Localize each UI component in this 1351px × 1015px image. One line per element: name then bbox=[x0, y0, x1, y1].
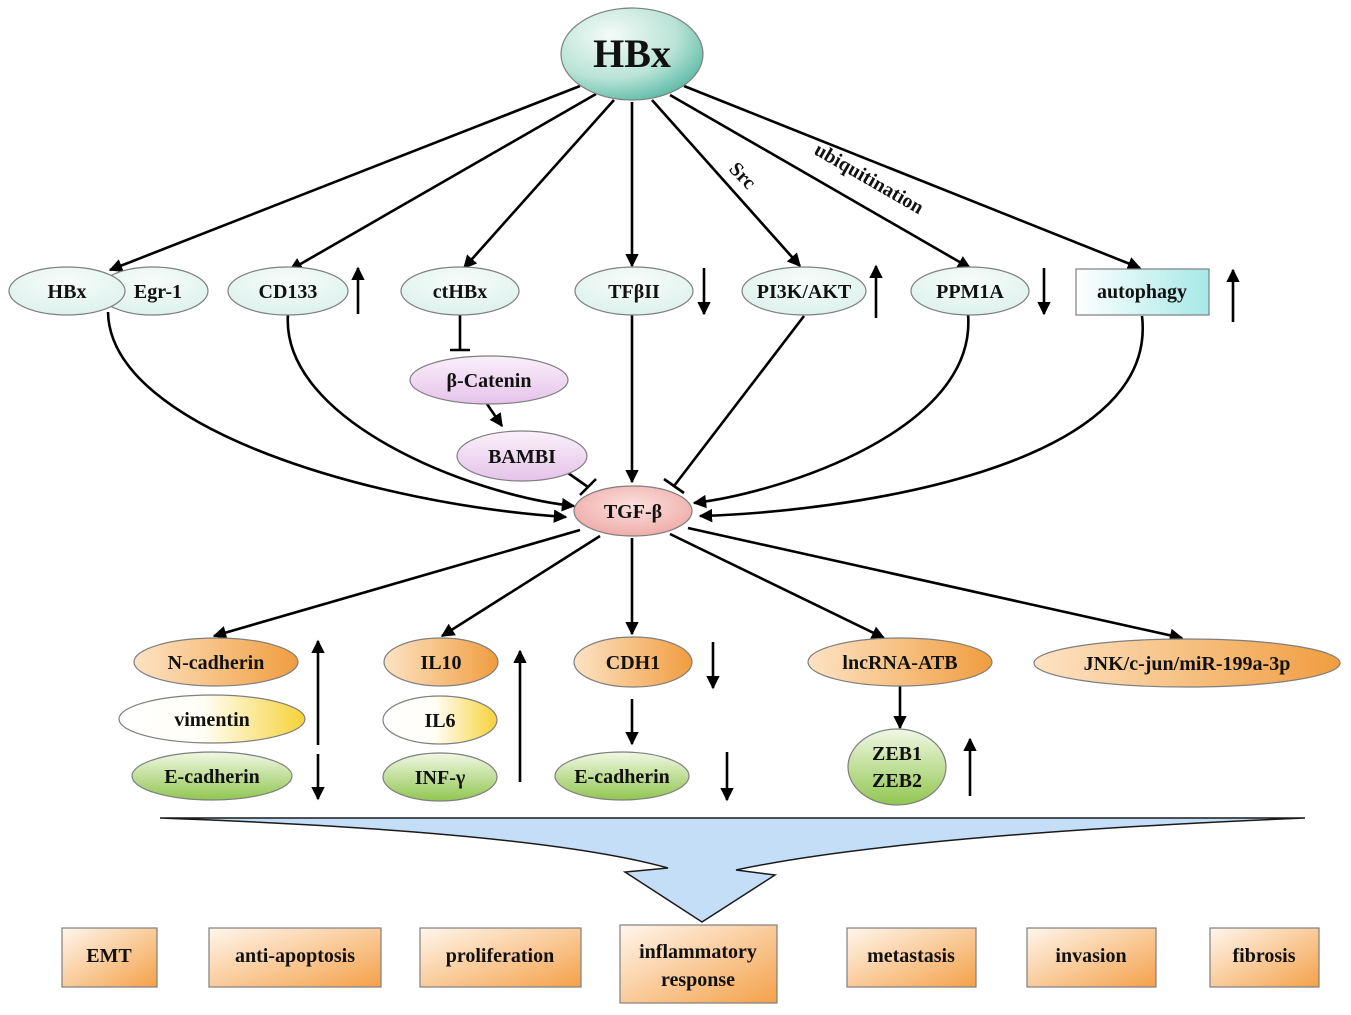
node-il6-label: IL6 bbox=[424, 710, 455, 732]
outcome-inflammatory-response: inflammatory response bbox=[619, 924, 778, 1004]
edge-tgf-beta-to-lncrna-atb bbox=[669, 532, 886, 640]
node-il10-label: IL10 bbox=[420, 652, 461, 674]
node-egr1-label: Egr-1 bbox=[134, 281, 182, 303]
regulation-arrows bbox=[311, 264, 1240, 802]
node-pi3k-akt-label: PI3K/AKT bbox=[757, 281, 852, 303]
node-zeb1-zeb2: ZEB1 ZEB2 bbox=[847, 728, 947, 806]
node-cd133-label: CD133 bbox=[259, 281, 318, 303]
outcome-emt: EMT bbox=[61, 927, 158, 988]
node-lncrna-atb: lncRNA-ATB bbox=[807, 637, 993, 687]
edge-ppm1a-to-tgf-beta bbox=[692, 313, 970, 509]
node-cdh1-label: CDH1 bbox=[606, 652, 660, 674]
edge-hbx-to-cd133 bbox=[288, 92, 597, 272]
inhibition-bar-bambi bbox=[579, 478, 597, 496]
outcome-inflammatory-label-line2: response bbox=[661, 969, 735, 991]
outcome-inflammatory-label-line1: inflammatory bbox=[639, 941, 757, 963]
node-lncrna-atb-label: lncRNA-ATB bbox=[842, 652, 957, 674]
node-e-cadherin-left-label: E-cadherin bbox=[164, 766, 260, 788]
edge-tgf-beta-to-jnk bbox=[687, 526, 1184, 642]
node-jnk: JNK/c-jun/miR-199a-3p bbox=[1033, 638, 1341, 688]
node-bambi: BAMBI bbox=[456, 430, 588, 482]
node-pi3k-akt: PI3K/AKT bbox=[741, 266, 867, 316]
outcome-proliferation-label: proliferation bbox=[446, 945, 555, 967]
edge-hbx-to-ppm1a bbox=[669, 93, 972, 270]
node-e-cadherin-mid-label: E-cadherin bbox=[574, 766, 670, 788]
outcome-invasion: invasion bbox=[1026, 927, 1157, 988]
node-hbx-small: HBx bbox=[8, 266, 126, 316]
edge-hbx-to-autophagy bbox=[683, 84, 1142, 270]
node-zeb2-label: ZEB2 bbox=[872, 770, 922, 792]
node-n-cadherin: N-cadherin bbox=[133, 637, 299, 687]
edge-hbx-to-pi3k-akt bbox=[651, 99, 801, 268]
node-tgf-beta-label: TGF-β bbox=[604, 501, 662, 523]
outcome-emt-label: EMT bbox=[86, 945, 132, 967]
outcome-fibrosis: fibrosis bbox=[1209, 927, 1320, 988]
node-tfbii-label: TFβII bbox=[608, 281, 660, 303]
node-inf-gamma-label: INF-γ bbox=[415, 767, 466, 789]
inhibition-bar-pi3k-akt bbox=[663, 477, 685, 495]
node-ppm1a-label: PPM1A bbox=[936, 281, 1004, 303]
node-inf-gamma: INF-γ bbox=[382, 752, 498, 802]
node-vimentin-label: vimentin bbox=[174, 709, 250, 731]
edge-autophagy-to-tgf-beta bbox=[698, 315, 1144, 523]
funnel-arrow bbox=[159, 817, 1306, 923]
node-cd133: CD133 bbox=[227, 266, 349, 316]
outcome-proliferation: proliferation bbox=[419, 927, 582, 988]
node-beta-catenin: β-Catenin bbox=[409, 355, 569, 405]
node-beta-catenin-label: β-Catenin bbox=[447, 370, 532, 392]
node-hbx-main-label: HBx bbox=[593, 31, 671, 76]
node-tfbii: TFβII bbox=[574, 266, 694, 316]
outcome-fibrosis-label: fibrosis bbox=[1233, 945, 1296, 967]
edge-hbx-to-egr1 bbox=[108, 84, 581, 272]
node-autophagy: autophagy bbox=[1075, 268, 1210, 316]
edge-tgf-beta-to-n-cadherin bbox=[212, 528, 581, 640]
node-hbx-small-label: HBx bbox=[48, 281, 87, 303]
outcome-metastasis-label: metastasis bbox=[867, 945, 955, 967]
node-e-cadherin-mid: E-cadherin bbox=[554, 751, 690, 801]
node-cthbx-label: ctHBx bbox=[433, 281, 487, 303]
node-il6: IL6 bbox=[382, 695, 498, 745]
edge-bambi-inhibits-tgf-beta bbox=[567, 471, 589, 489]
node-e-cadherin-left: E-cadherin bbox=[131, 751, 293, 801]
outcome-metastasis: metastasis bbox=[846, 927, 977, 988]
edge-cd133-to-tgf-beta bbox=[286, 313, 576, 512]
node-hbx-main: HBx bbox=[560, 7, 704, 101]
node-il10: IL10 bbox=[383, 637, 499, 687]
outcome-invasion-label: invasion bbox=[1055, 945, 1126, 967]
node-cthbx: ctHBx bbox=[400, 266, 520, 316]
node-zeb1-label: ZEB1 bbox=[872, 743, 922, 765]
edge-egr1-to-tgf-beta bbox=[106, 311, 568, 523]
edge-label-ubiquitination: ubiquitination bbox=[811, 139, 928, 219]
hbx-edges bbox=[108, 84, 1142, 272]
node-cdh1: CDH1 bbox=[573, 636, 693, 688]
node-n-cadherin-label: N-cadherin bbox=[168, 652, 265, 674]
node-vimentin: vimentin bbox=[118, 694, 306, 744]
node-jnk-label: JNK/c-jun/miR-199a-3p bbox=[1084, 653, 1291, 675]
edge-beta-catenin-to-bambi bbox=[485, 403, 504, 428]
node-bambi-label: BAMBI bbox=[488, 446, 556, 468]
outcome-anti-apoptosis: anti-apoptosis bbox=[208, 927, 382, 988]
edge-tgf-beta-to-il10 bbox=[440, 534, 601, 638]
node-tgf-beta: TGF-β bbox=[573, 485, 693, 537]
node-ppm1a: PPM1A bbox=[910, 266, 1030, 316]
tgf-beta-output-edges bbox=[212, 526, 1184, 746]
outcome-anti-apoptosis-label: anti-apoptosis bbox=[235, 945, 355, 967]
node-autophagy-label: autophagy bbox=[1097, 281, 1187, 303]
tgf-beta-input-edges bbox=[106, 311, 1144, 523]
edge-hbx-to-cthbx bbox=[463, 99, 615, 270]
edge-pi3k-akt-inhibits-tgf-beta bbox=[672, 315, 806, 487]
